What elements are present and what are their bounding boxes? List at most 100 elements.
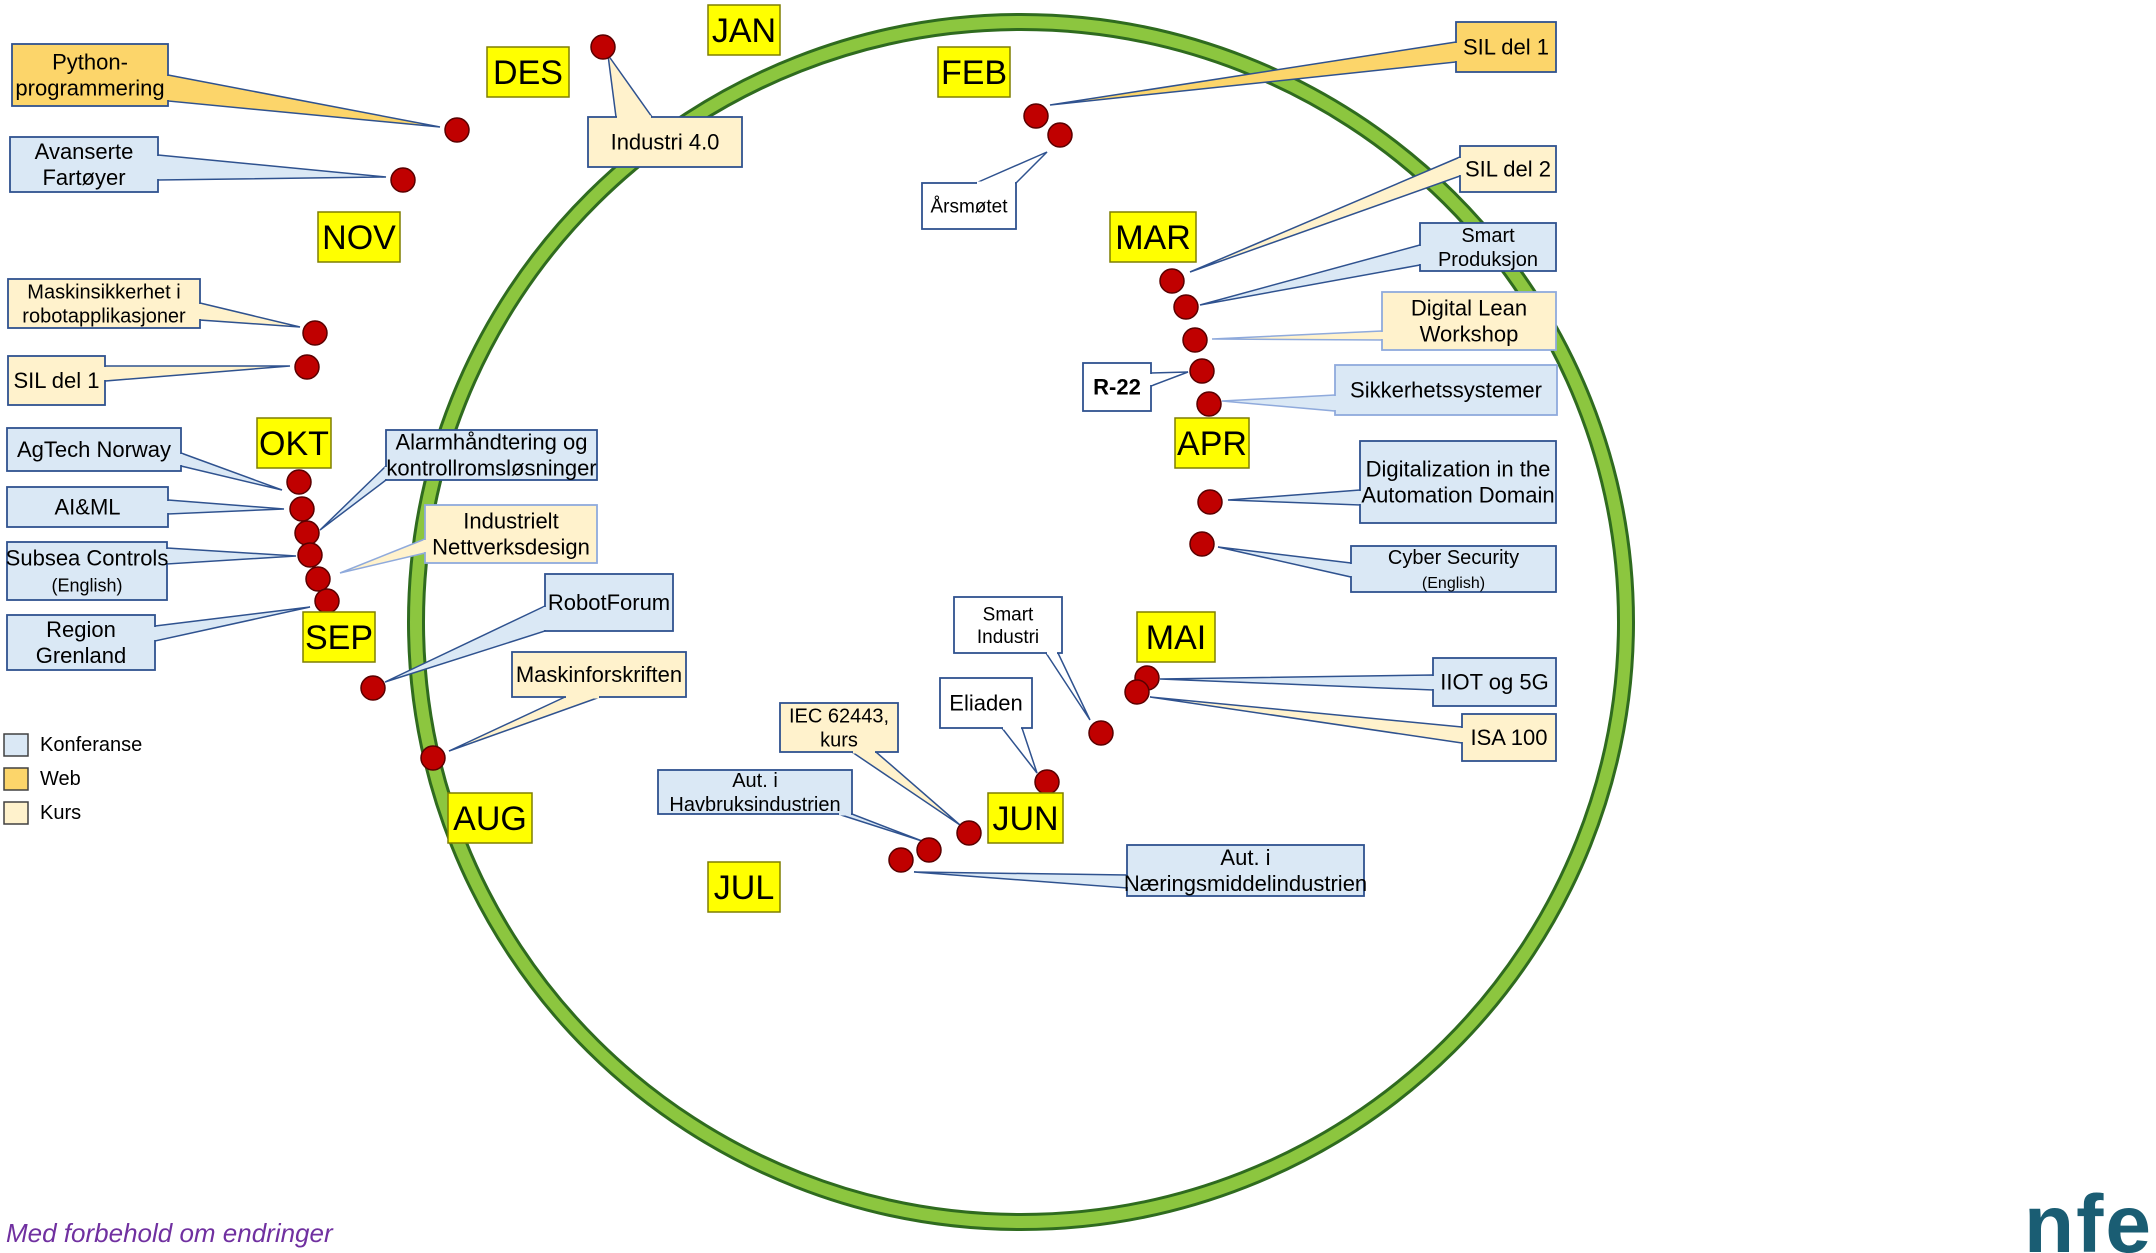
callout-seam: [156, 156, 160, 179]
callout-python-programmering: Python-programmering: [11, 43, 441, 128]
callout-pointer: [157, 154, 387, 181]
month-box: [1136, 611, 1216, 663]
month-box: [486, 46, 570, 98]
callout-text: Avanserte: [35, 139, 134, 164]
callout-text: programmering: [15, 76, 164, 101]
month-box: [707, 4, 781, 56]
callout-pointer: [913, 871, 1128, 889]
disclaimer-footer: Med forbehold om endringer: [6, 1218, 333, 1248]
month-aug: AUG: [447, 792, 533, 844]
callout-text: AI&ML: [54, 495, 120, 520]
callout-text: (English): [1422, 575, 1485, 592]
callout-text: Industri 4.0: [611, 130, 720, 155]
legend-swatch: [3, 801, 29, 825]
callout-box: [9, 136, 159, 193]
callout-text: Digital Lean: [1411, 296, 1527, 321]
callout-seam: [1003, 726, 1021, 730]
callout-box: [939, 677, 1033, 729]
callout-seam: [1349, 564, 1353, 576]
callout-box: [511, 651, 687, 698]
event-dot: [444, 117, 470, 143]
callout-seam: [853, 750, 875, 754]
callout-seam: [839, 812, 851, 816]
callout-agtech-norway: AgTech Norway: [6, 427, 283, 491]
callout-box: [1126, 844, 1365, 897]
callout-pointer: [607, 54, 654, 118]
callout-isa-100: ISA 100: [1149, 696, 1557, 762]
callout-seam: [1333, 396, 1337, 410]
callout-box: [1359, 440, 1557, 524]
callout-seam: [166, 501, 170, 513]
callout-industri-4-0: Industri 4.0: [587, 54, 743, 168]
event-dot: [360, 675, 386, 701]
callout-box: [7, 278, 201, 329]
callout-seam: [198, 304, 202, 319]
callout-seam: [1418, 246, 1422, 264]
callout-pointer: [1049, 41, 1457, 106]
callout-seam: [165, 549, 169, 563]
callout-text: Maskinsikkerhet i: [27, 282, 180, 304]
callout-maskinforskriften: Maskinforskriften: [448, 651, 687, 752]
callout-text: Industri: [977, 627, 1039, 648]
callout-box: [921, 182, 1017, 230]
callout-sikkerhetssystemer: Sikkerhetssystemer: [1221, 364, 1558, 416]
legend-swatch: [3, 767, 29, 791]
callout-sil-del-2: SIL del 2: [1189, 145, 1557, 273]
callout-r-22: R-22: [1082, 362, 1189, 412]
callout-text: Årsmøtet: [930, 197, 1008, 218]
callout-seam: [977, 181, 1015, 185]
event-dot: [888, 847, 914, 873]
callout-seam: [1380, 332, 1384, 339]
callout-box: [1419, 222, 1557, 272]
event-dot: [916, 837, 942, 863]
legend-label: Web: [40, 768, 81, 790]
legend-swatch: [3, 733, 29, 757]
callout-box: [1082, 362, 1152, 412]
callout-seam: [166, 76, 170, 100]
callout-iiot-og-5g: IIOT og 5G: [1159, 657, 1557, 707]
event-dot: [1034, 769, 1060, 795]
month-nov: NOV: [317, 211, 401, 263]
callout-box: [385, 429, 598, 481]
callout-seam: [1431, 676, 1435, 689]
callout-text: Eliaden: [949, 691, 1022, 716]
event-dot: [1173, 294, 1199, 320]
callout-box: [7, 355, 106, 406]
callout-text: Workshop: [1420, 322, 1519, 347]
callout-text: robotapplikasjoner: [22, 305, 186, 327]
callout-pointer: [1211, 330, 1383, 341]
callout-pointer: [1150, 371, 1189, 388]
month-label: SEP: [305, 619, 373, 657]
callout-pointer: [104, 365, 291, 382]
callout-box: [544, 573, 674, 632]
month-box: [937, 46, 1011, 98]
event-dot: [289, 496, 315, 522]
callout-text: Nettverksdesign: [432, 535, 590, 560]
callout-text: (English): [51, 576, 122, 596]
month-box: [317, 211, 401, 263]
month-box: [256, 417, 332, 469]
month-label: JUN: [992, 800, 1058, 838]
callout-text: Region: [46, 617, 116, 642]
event-dot: [1124, 679, 1150, 705]
callout-seam: [1149, 374, 1153, 385]
callout-seam: [1454, 43, 1458, 61]
callout-seam: [1125, 876, 1129, 887]
callout-text: Alarmhåndtering og: [395, 430, 587, 455]
event-dot: [302, 320, 328, 346]
callout-text: RobotForum: [548, 590, 670, 615]
callout-arsmotet: Årsmøtet: [921, 151, 1048, 230]
callout-pointer: [199, 302, 301, 328]
month-sep: SEP: [302, 611, 376, 663]
callout-seam: [1358, 491, 1362, 504]
month-label: AUG: [453, 800, 527, 838]
callout-box: [1350, 545, 1557, 593]
month-jan: JAN: [707, 4, 781, 56]
event-dot: [590, 34, 616, 60]
callout-text: SIL del 1: [13, 368, 99, 393]
callout-pointer: [837, 813, 923, 842]
callout-text: Cyber Security: [1388, 547, 1519, 569]
